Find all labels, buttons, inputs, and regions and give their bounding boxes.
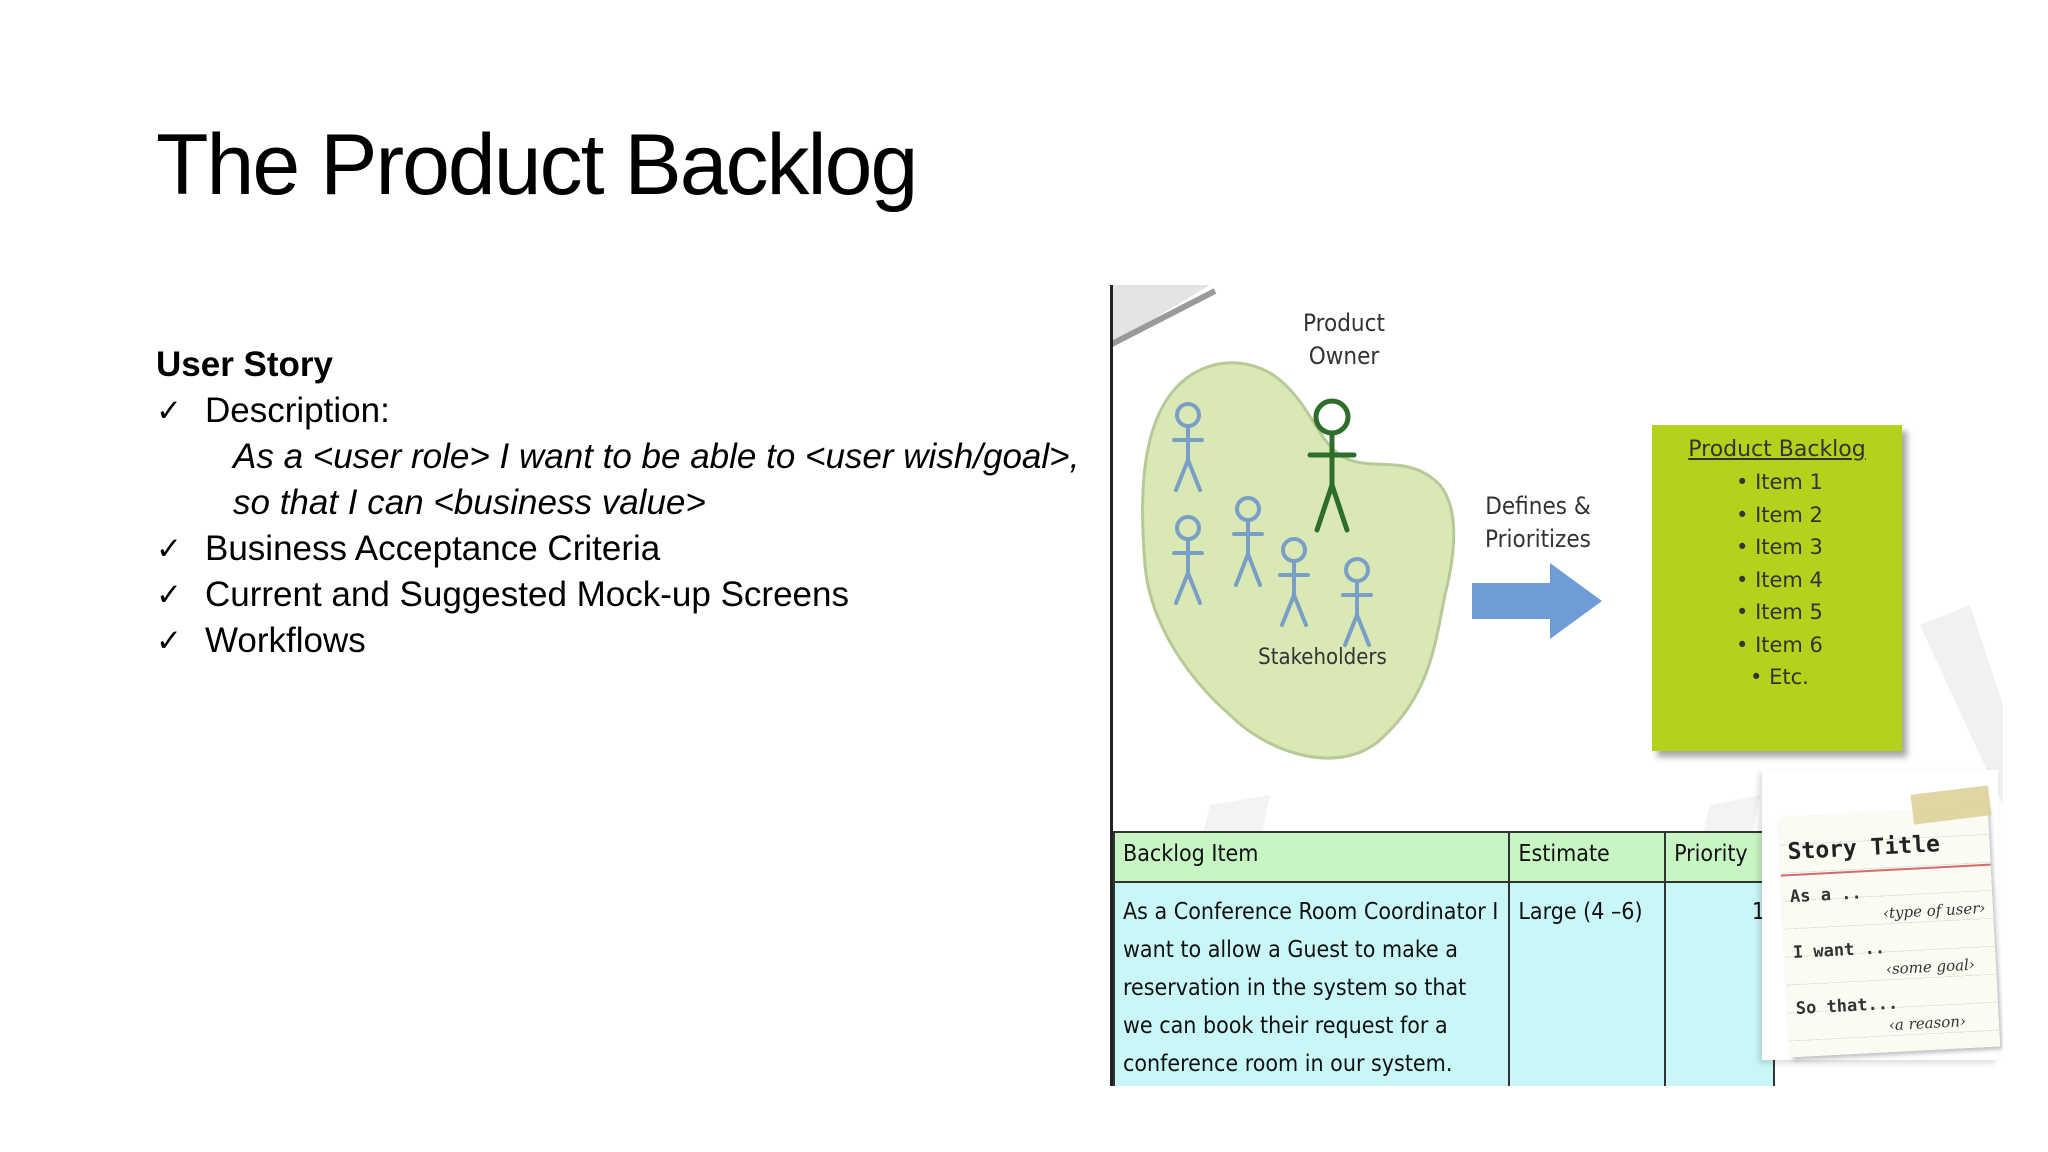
checkmark-icon: ✓	[156, 623, 182, 659]
checkmark-icon: ✓	[156, 393, 182, 429]
backlog-table-header-row: Backlog Item Estimate Priority	[1112, 831, 1775, 883]
bullet-workflows: ✓ Workflows	[156, 618, 1106, 664]
story-a-reason: ‹a reason›	[1888, 1012, 1967, 1035]
story-card-paper: Story Title As a .. ‹type of user› I wan…	[1777, 806, 2001, 1058]
product-backlog-title: Product Backlog	[1688, 437, 1866, 462]
bullet-description-label: Description:	[205, 391, 390, 430]
backlog-list-item: Item 5	[1652, 596, 1902, 629]
story-card-title: Story Title	[1787, 831, 1941, 866]
stakeholder-figures	[1172, 402, 1373, 647]
user-story-heading: User Story	[156, 345, 334, 384]
bullet-workflows-label: Workflows	[205, 621, 366, 660]
backlog-list-item: Item 2	[1652, 499, 1902, 532]
bullet-acceptance-criteria-label: Business Acceptance Criteria	[205, 529, 661, 568]
story-i-want: I want ..	[1792, 938, 1886, 964]
product-backlog-box: Product Backlog Item 1 Item 2 Item 3 Ite…	[1652, 425, 1902, 751]
defines-arrow	[1472, 563, 1602, 639]
backlog-list-item: Item 4	[1652, 564, 1902, 597]
description-line-2: so that I can <business value>	[233, 483, 706, 522]
story-as-a: As a ..	[1789, 883, 1863, 908]
product-owner-label-line2: Owner	[1308, 342, 1380, 370]
checkmark-icon: ✓	[156, 531, 182, 567]
bullet-description: ✓ Description:	[156, 388, 1106, 434]
bullet-mockup-screens: ✓ Current and Suggested Mock-up Screens	[156, 572, 1106, 618]
story-card: Story Title As a .. ‹type of user› I wan…	[1762, 770, 2001, 1060]
backlog-list-item: Item 3	[1652, 531, 1902, 564]
product-owner-label: Product Owner	[1277, 307, 1411, 373]
description-line-1: As a <user role> I want to be able to <u…	[233, 437, 1080, 476]
watermark-shape	[1920, 605, 2003, 805]
bullet-mockup-screens-label: Current and Suggested Mock-up Screens	[205, 575, 849, 614]
priority-cell: 1	[1664, 881, 1775, 1086]
slide-body: User Story ✓ Description: As a <user rol…	[156, 342, 1106, 664]
priority-header: Priority	[1664, 831, 1775, 883]
product-owner-figure	[1307, 398, 1357, 533]
product-backlog-diagram: Product Owner Stakeholders Defines & Pri…	[1110, 285, 2003, 1086]
figure-left-border	[1110, 285, 1113, 1086]
backlog-list-item: Item 6	[1652, 629, 1902, 662]
backlog-table: Backlog Item Estimate Priority As a Conf…	[1112, 831, 1775, 1086]
story-type-of-user: ‹type of user›	[1882, 898, 1986, 923]
backlog-list-item: Item 1	[1652, 466, 1902, 499]
checkmark-icon: ✓	[156, 577, 182, 613]
backlog-item-header: Backlog Item	[1112, 831, 1511, 883]
defines-label-line1: Defines &	[1485, 492, 1591, 520]
diagram-artwork	[1110, 285, 2003, 845]
defines-prioritizes-label: Defines & Prioritizes	[1458, 490, 1618, 556]
story-so-that: So that...	[1795, 993, 1899, 1019]
defines-label-line2: Prioritizes	[1485, 525, 1591, 553]
product-owner-label-line1: Product	[1303, 309, 1385, 337]
backlog-list-item: Etc.	[1652, 661, 1902, 694]
torn-corner-edge	[1110, 288, 1217, 348]
table-row: As a Conference Room Coordinator I want …	[1112, 881, 1775, 1086]
backlog-item-cell: As a Conference Room Coordinator I want …	[1112, 881, 1511, 1086]
estimate-header: Estimate	[1508, 831, 1667, 883]
estimate-cell: Large (4 –6)	[1508, 881, 1667, 1086]
story-some-goal: ‹some goal›	[1885, 955, 1976, 979]
product-backlog-list: Item 1 Item 2 Item 3 Item 4 Item 5 Item …	[1652, 466, 1902, 694]
slide-title: The Product Backlog	[156, 117, 918, 213]
bullet-acceptance-criteria: ✓ Business Acceptance Criteria	[156, 526, 1106, 572]
stakeholders-label: Stakeholders	[1258, 645, 1387, 670]
story-card-divider	[1780, 863, 1991, 877]
